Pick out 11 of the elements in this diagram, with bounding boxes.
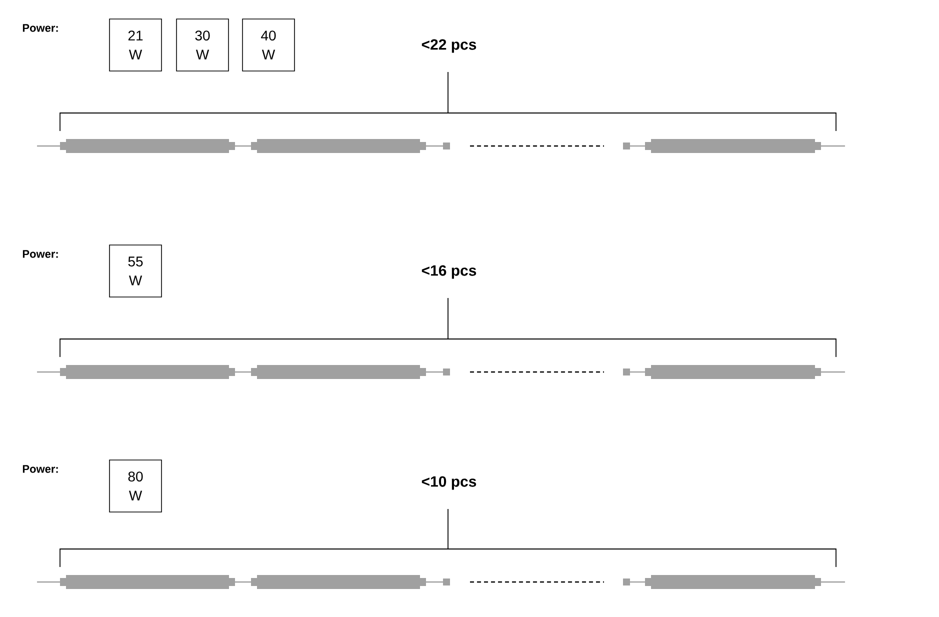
power-label: Power:	[22, 465, 58, 473]
power-box: 30 W	[176, 18, 229, 72]
power-box: 80 W	[109, 460, 162, 512]
power-label: Power:	[22, 250, 58, 258]
quantity-label: <10 pcs	[422, 476, 476, 490]
power-box: 21 W	[109, 18, 162, 72]
power-box: 40 W	[242, 18, 295, 72]
power-label: Power:	[22, 24, 58, 32]
quantity-label: <22 pcs	[422, 39, 476, 53]
power-box: 55 W	[109, 244, 162, 298]
quantity-label: <16 pcs	[422, 265, 476, 279]
